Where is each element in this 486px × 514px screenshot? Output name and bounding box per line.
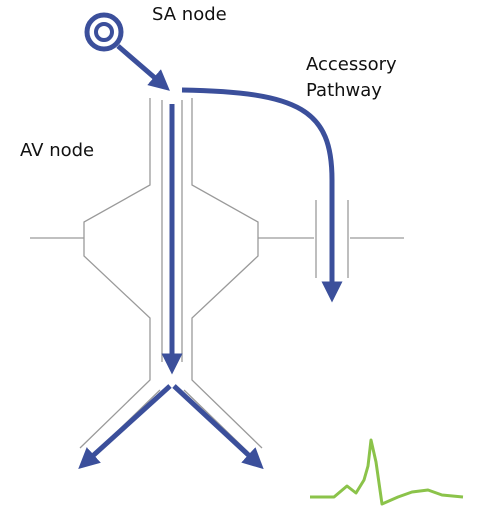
accessory-label-line1: Accessory (306, 54, 397, 75)
left-outer-wall (79, 98, 151, 449)
conduction-arrows (78, 44, 343, 470)
accessory-label-line2: Pathway (306, 80, 382, 101)
av-node-label: AV node (20, 140, 95, 161)
ecg-trace-icon (310, 438, 464, 506)
right-outer-wall (191, 98, 263, 449)
sa-node-icon (84, 12, 124, 52)
sa-node-label: SA node (152, 4, 227, 25)
accessory-pathway-label: Accessory Pathway (306, 52, 397, 104)
sa-to-av-arrow (116, 44, 170, 91)
right-bundle-arrow (172, 384, 264, 470)
accessory-pathway-arrow (181, 87, 343, 303)
left-bundle-arrow (78, 384, 172, 470)
